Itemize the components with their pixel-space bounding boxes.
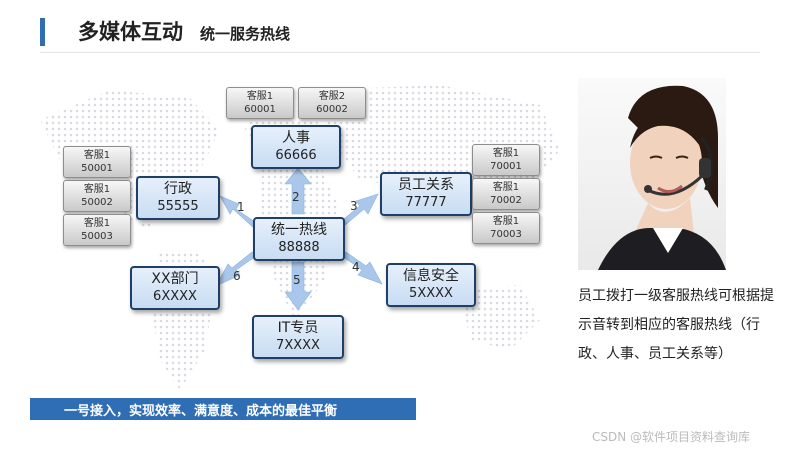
page-subtitle: 统一服务热线: [200, 25, 291, 43]
arrow-label-5: 5: [293, 273, 301, 287]
arrow-6: [215, 251, 257, 287]
center-hotline-number: 88888: [278, 240, 320, 255]
agent-card[interactable]: 客服1 70002: [472, 178, 540, 210]
dept-number: 77777: [405, 195, 447, 210]
dept-label: XX部门: [151, 271, 199, 287]
agent-id: 50002: [81, 197, 113, 208]
agent-label: 客服2: [318, 91, 346, 102]
center-hotline-label: 统一热线: [271, 222, 327, 238]
agent-card[interactable]: 客服1 50003: [63, 214, 131, 246]
center-hotline-node[interactable]: 统一热线 88888: [253, 217, 345, 261]
agent-card[interactable]: 客服2 60002: [298, 87, 366, 119]
agent-id: 70001: [490, 161, 522, 172]
dept-number: 6XXXX: [153, 289, 197, 304]
agent-id: 70002: [490, 195, 522, 206]
agent-label: 客服1: [492, 182, 520, 193]
agent-label: 客服1: [492, 148, 520, 159]
agent-id: 50003: [81, 231, 113, 242]
dept-label: 信息安全: [403, 268, 459, 284]
agent-label: 客服1: [83, 150, 111, 161]
dept-node-renshi[interactable]: 人事 66666: [251, 125, 341, 169]
footer-watermark: CSDN @软件项目资料查询库: [592, 430, 751, 444]
page-title: 多媒体互动: [78, 20, 183, 44]
arrow-label-3: 3: [350, 199, 358, 213]
arrow-2: [284, 167, 312, 215]
arrow-1: [219, 195, 259, 230]
dept-node-xingzheng[interactable]: 行政 55555: [136, 176, 220, 220]
dept-node-it[interactable]: IT专员 7XXXX: [252, 315, 344, 359]
agent-label: 客服1: [246, 91, 274, 102]
summary-banner: 一号接入，实现效率、满意度、成本的最佳平衡: [30, 398, 416, 420]
agent-card[interactable]: 客服1 60001: [226, 87, 294, 119]
operator-photo: [578, 78, 726, 270]
arrow-4: [341, 251, 383, 285]
agent-id: 60001: [244, 104, 276, 115]
dept-node-xx[interactable]: XX部门 6XXXX: [130, 266, 220, 310]
dept-number: 7XXXX: [276, 338, 320, 353]
title-divider: [40, 52, 760, 53]
dept-number: 66666: [275, 148, 317, 163]
dept-label: IT专员: [277, 320, 319, 336]
arrow-label-6: 6: [233, 269, 241, 283]
arrow-label-4: 4: [352, 260, 360, 274]
arrow-label-1: 1: [237, 200, 245, 214]
agent-id: 50001: [81, 163, 113, 174]
summary-banner-text: 一号接入，实现效率、满意度、成本的最佳平衡: [64, 403, 338, 419]
dept-number: 55555: [157, 199, 199, 214]
agent-card[interactable]: 客服1 50001: [63, 146, 131, 178]
agent-id: 60002: [316, 104, 348, 115]
dept-label: 人事: [282, 130, 310, 146]
dept-label: 行政: [164, 181, 192, 197]
hotline-description: 员工拨打一级客服热线可根据提示音转到相应的客服热线（行政、人事、员工关系等）: [578, 288, 774, 362]
dept-node-yuangong[interactable]: 员工关系 77777: [380, 172, 472, 216]
arrow-3: [339, 193, 379, 227]
agent-card[interactable]: 客服1 70003: [472, 212, 540, 244]
agent-card[interactable]: 客服1 50002: [63, 180, 131, 212]
arrow-5: [284, 261, 312, 311]
agent-label: 客服1: [83, 184, 111, 195]
title-accent-bar: [40, 18, 45, 46]
dept-label: 员工关系: [398, 177, 454, 193]
dept-number: 5XXXX: [409, 286, 453, 301]
arrow-label-2: 2: [292, 190, 300, 204]
agent-label: 客服1: [492, 216, 520, 227]
agent-label: 客服1: [83, 218, 111, 229]
agent-id: 70003: [490, 229, 522, 240]
agent-card[interactable]: 客服1 70001: [472, 144, 540, 176]
dept-node-xinxi[interactable]: 信息安全 5XXXX: [386, 263, 476, 307]
